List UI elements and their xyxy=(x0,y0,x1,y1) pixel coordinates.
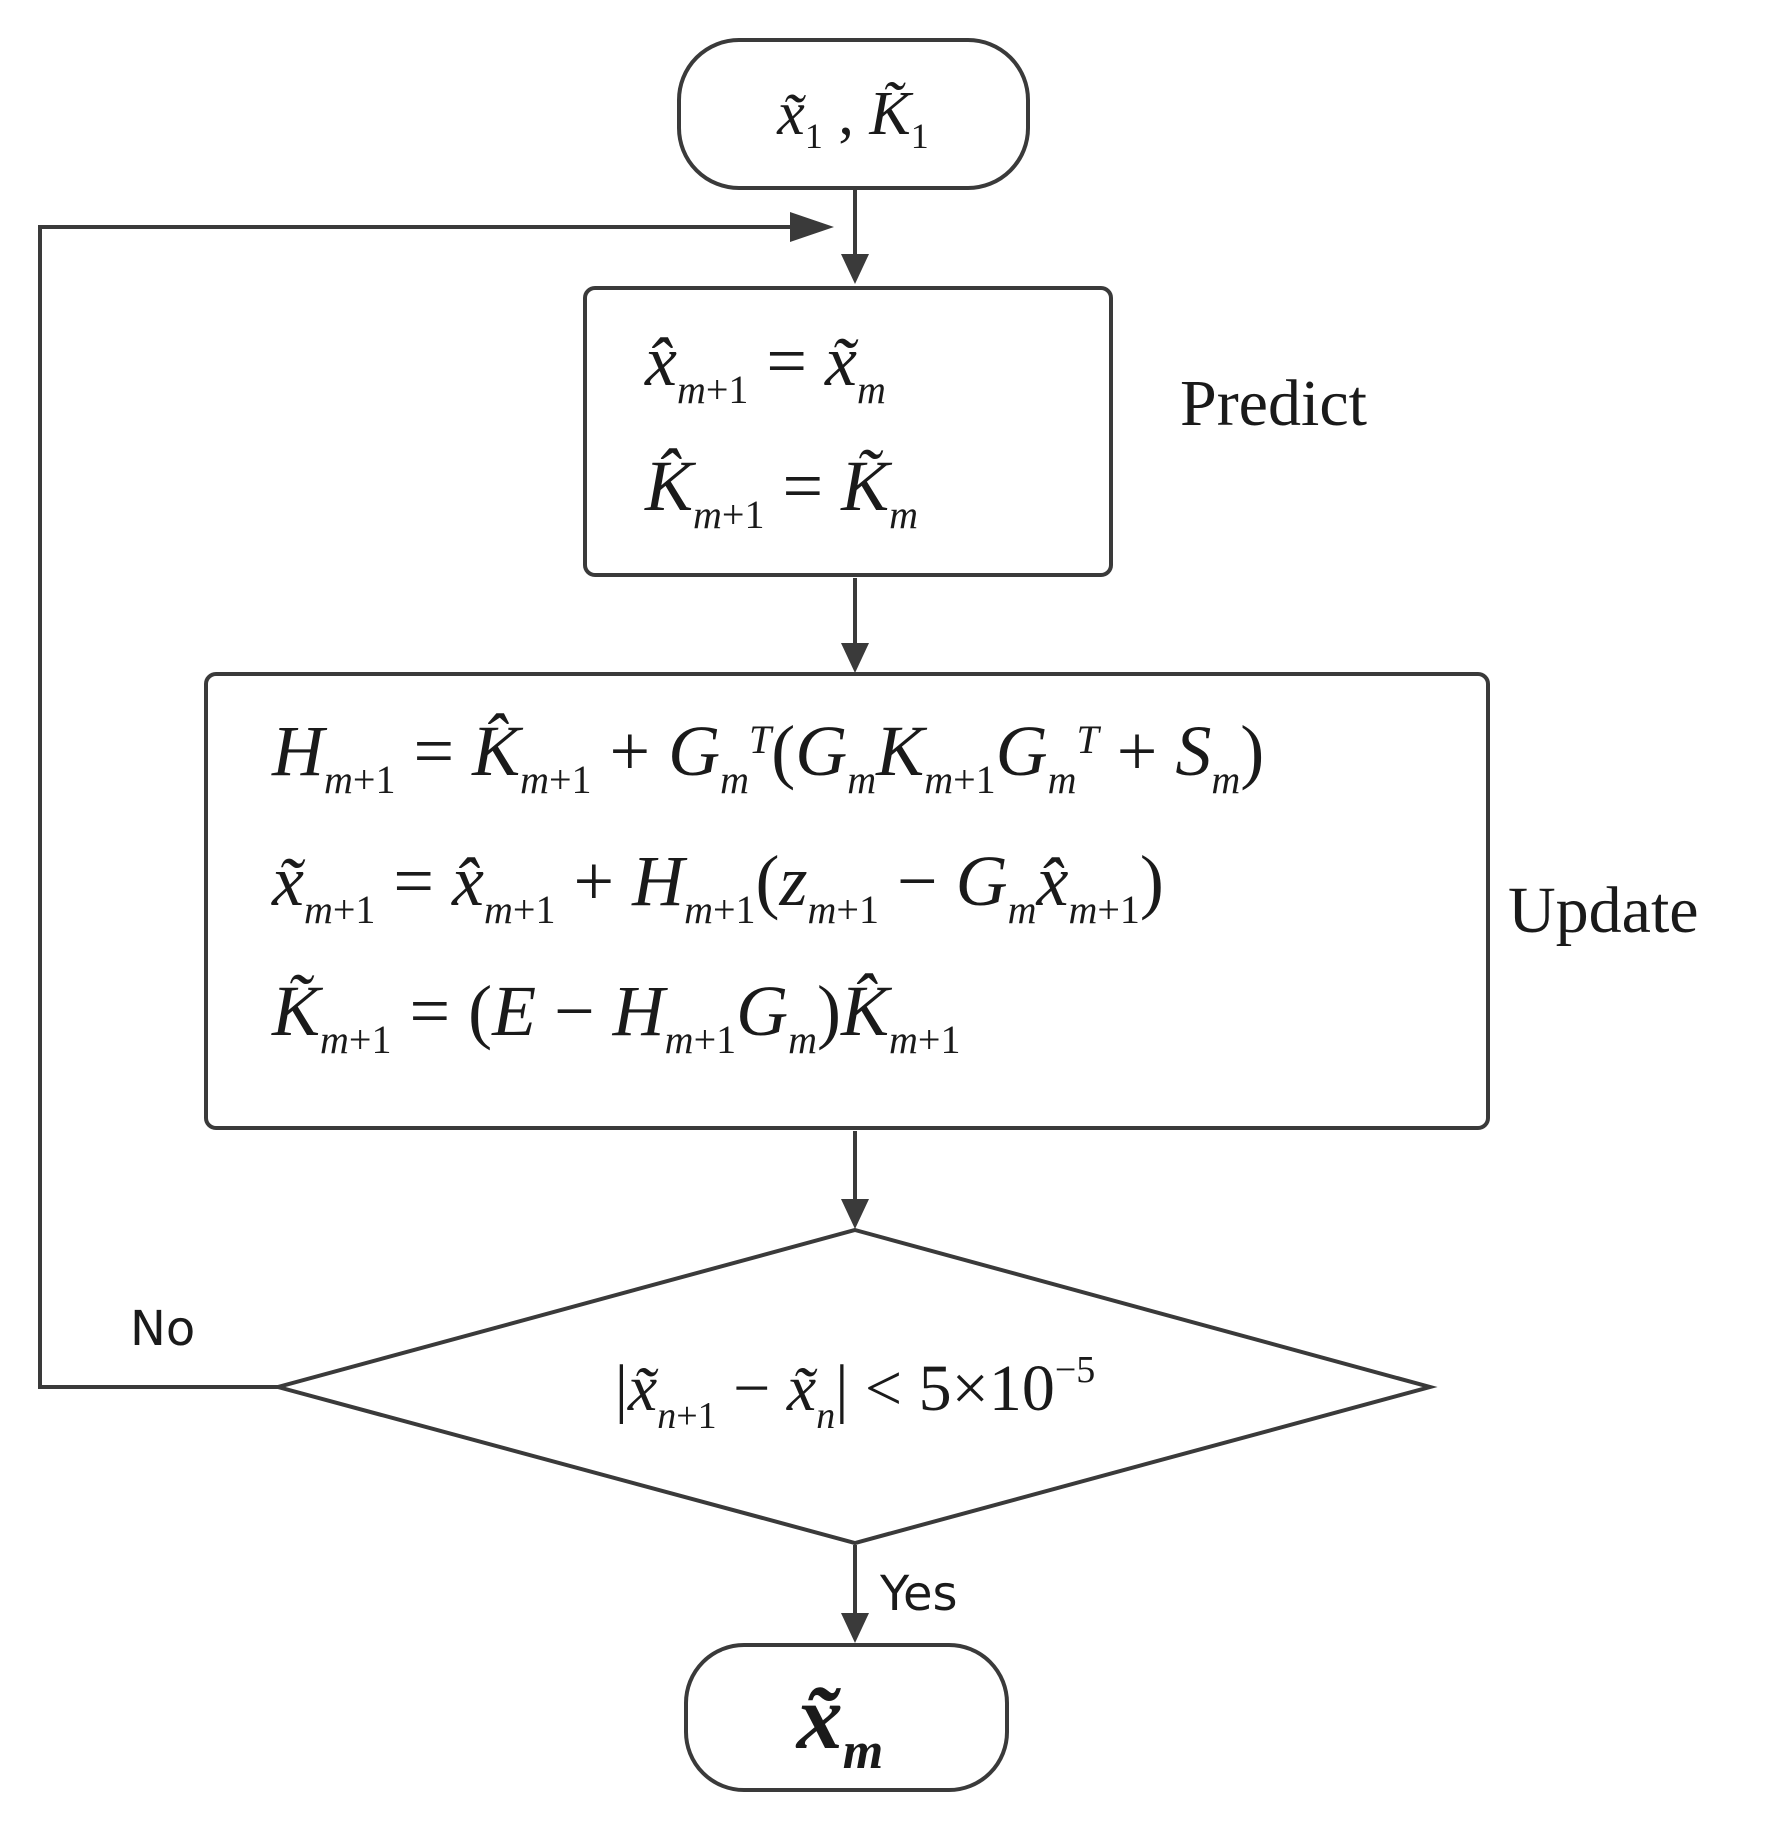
update-node: Hm+1 = K̂m+1 + GmT(GmKm+1GmT + Sm) x̃m+1… xyxy=(204,672,1699,1130)
predict-node: x̂m+1 = x̃m K̂m+1 = K̃m Predict xyxy=(583,286,1367,577)
predict-label: Predict xyxy=(1180,367,1367,440)
check-node: |x̃n+1 − x̃n| < 5×10−5 No Yes xyxy=(130,1227,1438,1622)
predict-formula-2: K̂m+1 = K̃m xyxy=(644,446,918,537)
update-label: Update xyxy=(1508,874,1699,947)
start-terminator xyxy=(677,38,1030,190)
decision-diamond xyxy=(270,1227,1438,1546)
start-formula: x̃1 , K̃1 xyxy=(776,80,928,156)
start-node: x̃1 , K̃1 xyxy=(677,38,1030,190)
update-box xyxy=(204,672,1490,1130)
update-formula-1: Hm+1 = K̂m+1 + GmT(GmKm+1GmT + Sm) xyxy=(271,711,1264,802)
arrowhead-check-to-end xyxy=(841,1613,869,1643)
update-formula-3: K̃m+1 = (E − Hm+1Gm)K̂m+1 xyxy=(271,971,960,1062)
end-formula: x̃m xyxy=(795,1666,883,1780)
end-node: x̃m xyxy=(684,1643,1009,1792)
arrowhead-loop-no xyxy=(790,212,834,242)
yes-label: Yes xyxy=(879,1566,957,1622)
arrowhead-start-to-predict xyxy=(841,254,869,284)
arrowhead-update-to-check xyxy=(841,1199,869,1229)
decision-formula: |x̃n+1 − x̃n| < 5×10−5 xyxy=(615,1349,1096,1437)
update-formula-2: x̃m+1 = x̂m+1 + Hm+1(zm+1 − Gmx̂m+1) xyxy=(271,841,1164,932)
predict-formula-1: x̂m+1 = x̃m xyxy=(644,321,886,412)
no-label: No xyxy=(130,1301,195,1357)
end-terminator xyxy=(684,1643,1009,1792)
predict-box xyxy=(583,286,1113,577)
connectors xyxy=(38,190,869,1643)
edge-loop-no xyxy=(38,225,808,1389)
arrowhead-predict-to-update xyxy=(841,643,869,673)
